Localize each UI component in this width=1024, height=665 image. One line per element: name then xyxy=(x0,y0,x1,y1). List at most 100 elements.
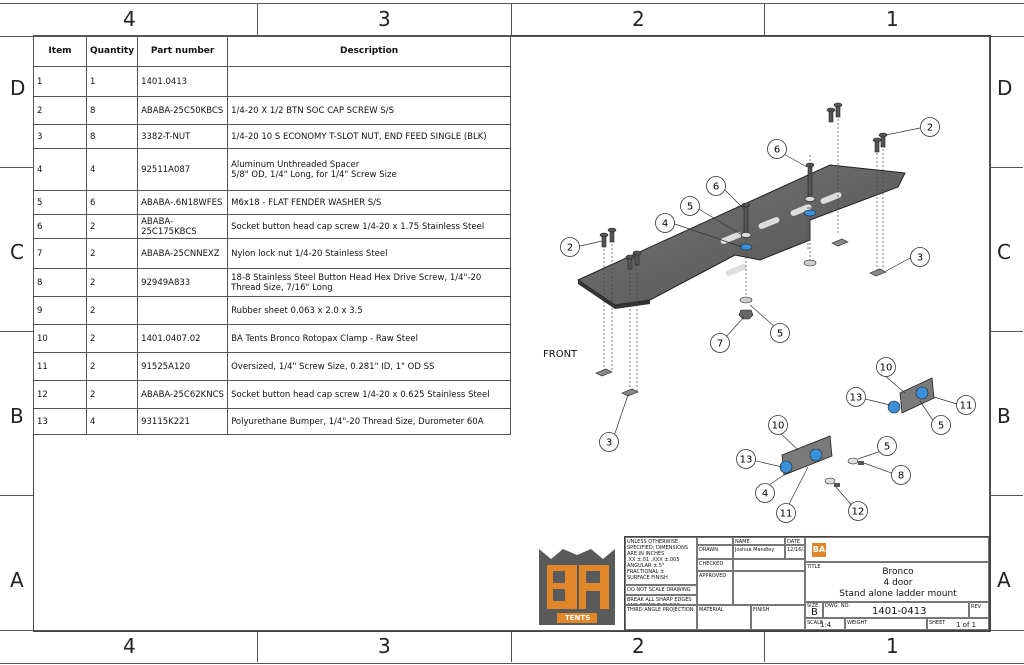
zone-divider xyxy=(0,331,33,332)
size-cell: SIZE B xyxy=(805,602,823,618)
projection: THIRD ANGLE PROJECTION xyxy=(625,605,697,630)
zone-divider xyxy=(764,3,765,35)
bom-header-row: Item Quantity Part number Description xyxy=(33,35,512,67)
balloon-number: 6 xyxy=(713,182,719,193)
drawn-name: Joshua Mandley xyxy=(733,545,785,559)
balloon-circle xyxy=(736,449,756,469)
bom-header-part-number: Part number xyxy=(137,35,229,67)
zone-col-label: 3 xyxy=(378,7,391,31)
bom-cell-quantity: 1 xyxy=(85,66,139,97)
balloon-circle xyxy=(770,323,790,343)
bom-header-quantity: Quantity xyxy=(85,35,139,67)
bom-cell-part-number: 3382-T-NUT xyxy=(137,124,229,149)
zone-row-label: B xyxy=(997,404,1011,428)
balloon-number: 10 xyxy=(772,421,785,432)
balloon-circle xyxy=(920,117,940,137)
balloon-circle xyxy=(755,483,775,503)
bom-cell-quantity: 2 xyxy=(85,238,139,269)
col-name: NAME xyxy=(733,537,785,545)
rotopax-clamp-lower xyxy=(779,435,864,487)
zone-divider xyxy=(0,167,33,168)
bom-cell-quantity: 2 xyxy=(85,352,139,381)
zone-col-label: 4 xyxy=(123,634,136,658)
material-label: MATERIAL xyxy=(697,605,751,630)
sheet-cell: SHEET 1 of 1 xyxy=(927,618,989,630)
bom-cell-part-number: ABABA-25C50KBCS xyxy=(137,96,229,125)
bom-cell-quantity: 2 xyxy=(85,268,139,297)
front-label: FRONT xyxy=(543,349,578,360)
balloon-circle xyxy=(931,415,951,435)
bom-cell-quantity: 2 xyxy=(85,296,139,325)
tb-empty xyxy=(733,559,805,571)
bom-cell-item: 6 xyxy=(33,214,87,239)
balloon-circle xyxy=(846,387,866,407)
col-date: DATE xyxy=(785,537,805,545)
bom-cell-description: 18-8 Stainless Steel Button Head Hex Dri… xyxy=(227,268,512,297)
bom-cell-item: 5 xyxy=(33,190,87,215)
bom-cell-quantity: 2 xyxy=(85,214,139,239)
mount-plate xyxy=(576,164,906,309)
dwg-number: 1401-0413 xyxy=(872,606,927,617)
title-line: 4 door xyxy=(883,578,913,588)
balloon-number: 3 xyxy=(917,253,923,264)
tolerance-note: UNLESS OTHERWISE SPECIFIED: DIMENSIONS A… xyxy=(625,537,697,585)
zone-divider xyxy=(257,3,258,35)
bom-cell-description: Nylon lock nut 1/4-20 Stainless Steel xyxy=(227,238,512,269)
balloon-number: 7 xyxy=(717,339,723,350)
balloon-number: 6 xyxy=(774,145,780,156)
scale-label: SCALE xyxy=(807,620,824,626)
zone-side-right xyxy=(989,35,1024,630)
balloon-number: 13 xyxy=(740,455,753,466)
bom-cell-description xyxy=(227,66,512,97)
title-label: TITLE xyxy=(807,564,821,570)
bom-cell-item: 12 xyxy=(33,380,87,409)
balloon-number: 5 xyxy=(938,421,944,432)
ba-tents-logo: TENTS xyxy=(537,545,617,627)
dwg-label: DWG. NO. xyxy=(825,603,850,609)
zone-divider xyxy=(0,495,33,496)
balloon-number: 4 xyxy=(762,489,768,500)
balloon-circle xyxy=(877,436,897,456)
approved-label: APPROVED xyxy=(697,571,733,605)
zone-row-label: D xyxy=(997,76,1013,100)
bom-cell-description: Socket button head cap screw 1/4-20 x 0.… xyxy=(227,380,512,409)
title-line: Stand alone ladder mount xyxy=(839,589,957,599)
balloon-number: 4 xyxy=(662,219,668,230)
zone-row-label: A xyxy=(997,568,1011,592)
zone-divider xyxy=(989,331,1023,332)
balloon-number: 5 xyxy=(777,329,783,340)
weight-cell: WEIGHT xyxy=(845,618,927,630)
size-value: B xyxy=(811,607,818,618)
zone-col-label: 1 xyxy=(886,634,899,658)
checked-label: CHECKED xyxy=(697,559,733,571)
bom-cell-quantity: 6 xyxy=(85,190,139,215)
zone-divider xyxy=(764,630,765,662)
bom-cell-item: 4 xyxy=(33,148,87,191)
bom-cell-description: 1/4-20 X 1/2 BTN SOC CAP SCREW S/S xyxy=(227,96,512,125)
balloon-number: 3 xyxy=(606,438,612,449)
bom-cell-item: 11 xyxy=(33,352,87,381)
rev-cell: REV xyxy=(969,602,989,618)
zone-col-label: 2 xyxy=(632,7,645,31)
balloon-circle xyxy=(655,213,675,233)
drawn-date: 12/16/2025 xyxy=(785,545,805,559)
bom-cell-description: M6x18 - FLAT FENDER WASHER S/S xyxy=(227,190,512,215)
zone-row-label: D xyxy=(10,76,26,100)
logo-text: TENTS xyxy=(565,614,591,622)
do-not-scale: DO NOT SCALE DRAWING xyxy=(625,585,697,595)
tb-empty xyxy=(697,537,733,545)
zone-col-label: 4 xyxy=(123,7,136,31)
bom-cell-item: 10 xyxy=(33,324,87,353)
balloon-number: 12 xyxy=(852,507,865,518)
bom-cell-part-number: 93115K221 xyxy=(137,408,229,435)
balloon-number: 5 xyxy=(687,202,693,213)
bom-cell-quantity: 2 xyxy=(85,380,139,409)
